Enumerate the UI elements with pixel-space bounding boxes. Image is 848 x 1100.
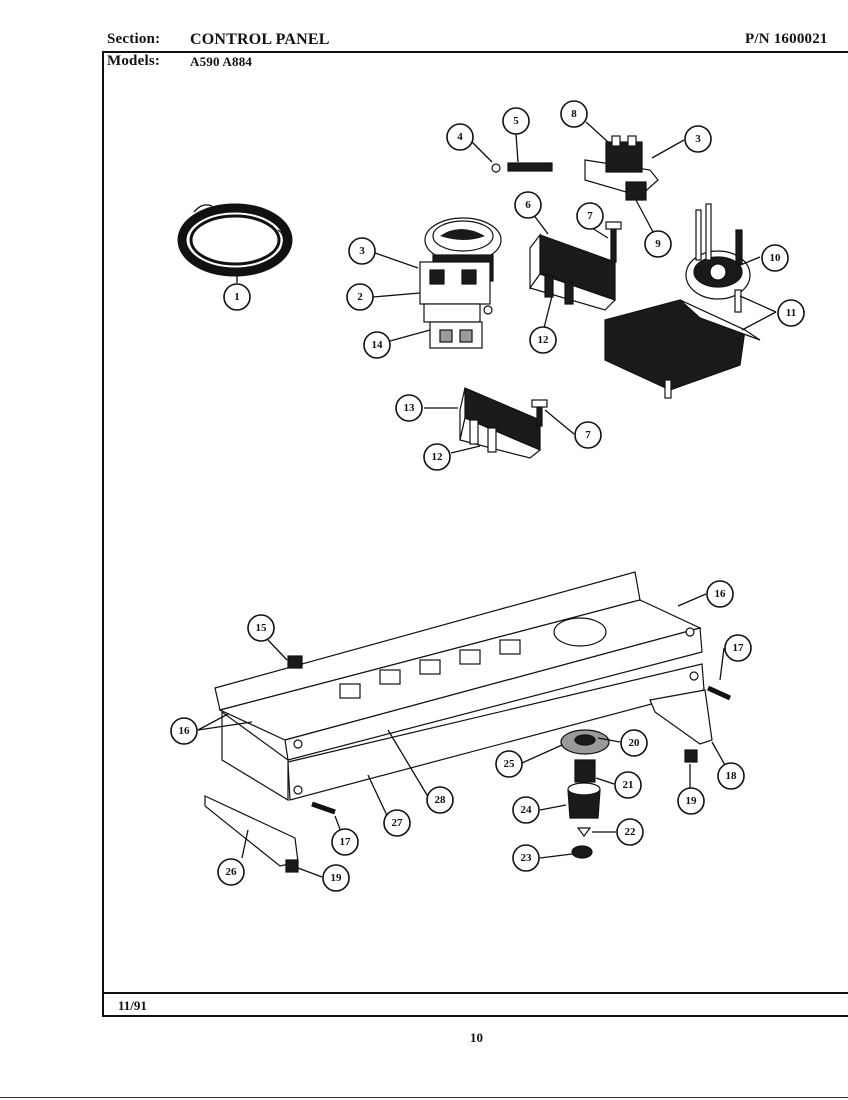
callout-1: 1 [223, 283, 251, 311]
callout-12b: 12 [423, 443, 451, 471]
callout-19b: 19 [322, 864, 350, 892]
callout-4-label: 4 [457, 131, 463, 143]
part-switch-block-upper [529, 233, 617, 311]
callout-16b-label: 16 [179, 725, 191, 737]
callout-6-label: 6 [525, 199, 531, 211]
callout-26: 26 [217, 858, 245, 886]
models-label: Models: [107, 53, 161, 69]
callout-28-label: 28 [435, 794, 447, 806]
callout-1-label: 1 [234, 291, 240, 303]
callout-4: 4 [446, 123, 474, 151]
models-value: A590 A884 [190, 54, 253, 69]
callout-9-label: 9 [655, 238, 661, 250]
callout-19b-label: 19 [331, 872, 343, 884]
callout-17b-label: 17 [340, 836, 352, 848]
callout-15-label: 15 [256, 622, 268, 634]
callout-12a: 12 [529, 326, 557, 354]
part-screw-lower [531, 399, 548, 427]
part-timer-assembly [604, 203, 761, 399]
callout-7b: 7 [574, 421, 602, 449]
section-title: CONTROL PANEL [190, 31, 330, 48]
part-number: P/N 1600021 [745, 31, 828, 47]
callout-27: 27 [383, 809, 411, 837]
callout-27-label: 27 [392, 817, 404, 829]
part-switch-assembly [419, 217, 502, 349]
callout-18-label: 18 [726, 770, 738, 782]
callout-23: 23 [512, 844, 540, 872]
callout-18: 18 [717, 762, 745, 790]
callout-12a-label: 12 [538, 334, 550, 346]
part-screws [311, 685, 732, 815]
page-bottom-rule [0, 1097, 848, 1098]
callout-10: 10 [761, 244, 789, 272]
leader-lines [197, 121, 777, 878]
callout-9: 9 [644, 230, 672, 258]
callout-17b: 17 [331, 828, 359, 856]
callout-21-label: 21 [623, 779, 634, 791]
callout-21: 21 [614, 771, 642, 799]
callout-24: 24 [512, 796, 540, 824]
part-switch-bracket [584, 135, 659, 201]
callout-19a-label: 19 [686, 795, 698, 807]
callout-2-label: 2 [357, 291, 363, 303]
part-end-brackets [204, 689, 713, 873]
callout-5: 5 [502, 107, 530, 135]
callout-8-label: 8 [571, 108, 577, 120]
callout-23-label: 23 [521, 852, 533, 864]
callout-22-label: 22 [625, 826, 637, 838]
part-knob-assembly [560, 729, 610, 859]
callout-3a-label: 3 [359, 245, 365, 257]
callout-17a-label: 17 [733, 642, 745, 654]
callout-13: 13 [395, 394, 423, 422]
part-wire-harness [177, 203, 293, 277]
callout-13-label: 13 [404, 402, 416, 414]
part-switch-block-lower [459, 387, 542, 459]
callout-12b-label: 12 [432, 451, 444, 463]
part-screw-upper [605, 221, 622, 263]
callout-26-label: 26 [226, 866, 238, 878]
callout-6: 6 [514, 191, 542, 219]
diagram-frame [102, 51, 848, 1017]
callout-22: 22 [616, 818, 644, 846]
callout-16a: 16 [706, 580, 734, 608]
callout-20-label: 20 [629, 737, 641, 749]
callout-11: 11 [777, 299, 805, 327]
callout-19a: 19 [677, 787, 705, 815]
callout-7a: 7 [576, 202, 604, 230]
footer-rule [102, 992, 848, 994]
part-clip-and-rod [491, 162, 553, 173]
section-label: Section: [107, 31, 161, 47]
callout-7a-label: 7 [587, 210, 593, 222]
page-number: 10 [470, 1030, 483, 1045]
callout-3a: 3 [348, 237, 376, 265]
callout-3b: 3 [684, 125, 712, 153]
callout-5-label: 5 [513, 115, 519, 127]
callout-28: 28 [426, 786, 454, 814]
callout-20: 20 [620, 729, 648, 757]
callout-16a-label: 16 [715, 588, 727, 600]
callout-7b-label: 7 [585, 429, 591, 441]
callout-14: 14 [363, 331, 391, 359]
callout-11-label: 11 [786, 307, 796, 319]
callout-25-label: 25 [504, 758, 516, 770]
callout-3b-label: 3 [695, 133, 701, 145]
revision-date: 11/91 [118, 998, 147, 1013]
part-control-panel-housing [214, 571, 705, 802]
callout-24-label: 24 [521, 804, 533, 816]
callout-14-label: 14 [372, 339, 384, 351]
callout-8: 8 [560, 100, 588, 128]
callout-15: 15 [247, 614, 275, 642]
callout-10-label: 10 [770, 252, 782, 264]
callout-16b: 16 [170, 717, 198, 745]
callout-2: 2 [346, 283, 374, 311]
callout-17a: 17 [724, 634, 752, 662]
callout-25: 25 [495, 750, 523, 778]
